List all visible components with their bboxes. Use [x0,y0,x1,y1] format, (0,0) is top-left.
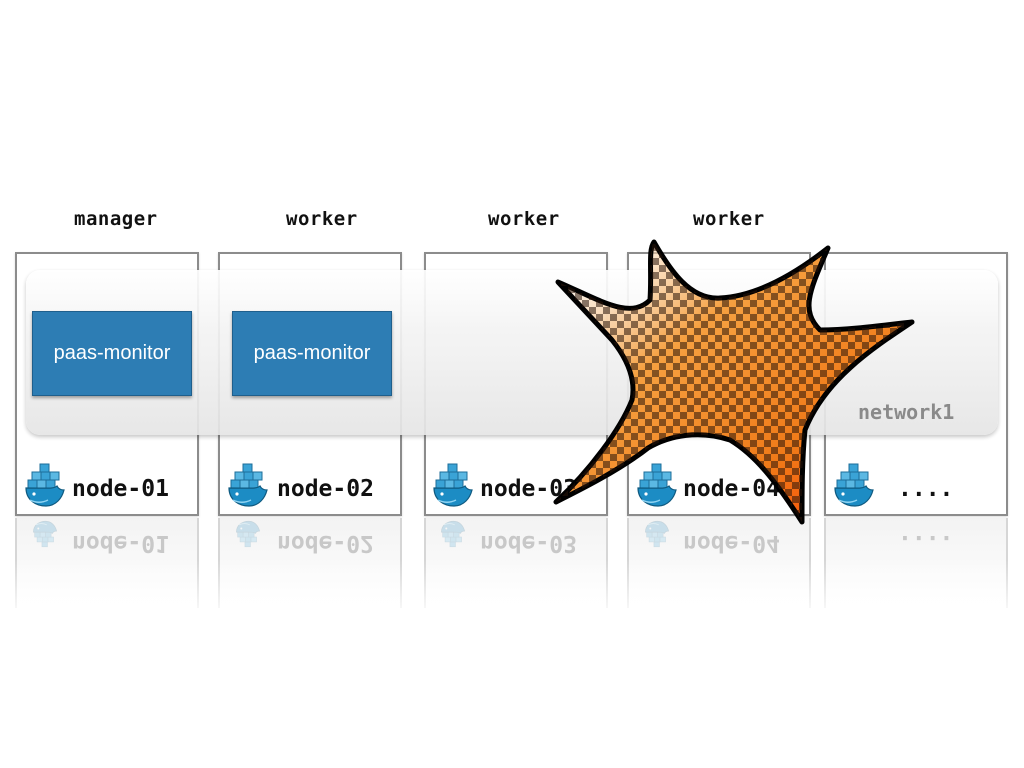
role-label-worker-3: worker [693,208,765,230]
network-label: network1 [858,400,955,424]
node-name-02-reflection: node-02 [277,530,374,556]
docker-whale-reflection-icon [432,520,474,548]
docker-whale-icon [227,462,269,508]
role-label-manager: manager [74,208,158,230]
node-name-04: node-04 [683,476,780,502]
service-box-paas-monitor-1: paas-monitor [32,311,192,396]
node-name-more: .... [898,476,954,502]
role-label-worker-2: worker [488,208,560,230]
reflection-fade [0,560,1024,620]
docker-whale-icon [24,462,66,508]
service-box-paas-monitor-2: paas-monitor [232,311,392,396]
docker-whale-reflection-icon [24,520,66,548]
node-name-03-reflection: node-03 [480,530,577,556]
explosion-burst-icon [553,239,915,525]
docker-whale-icon [432,462,474,508]
role-label-worker-1: worker [286,208,358,230]
node-name-01: node-01 [72,476,169,502]
node-name-more-reflection: .... [898,530,954,556]
node-name-04-reflection: node-04 [683,530,780,556]
node-name-02: node-02 [277,476,374,502]
docker-whale-reflection-icon [227,520,269,548]
node-name-01-reflection: node-01 [72,530,169,556]
